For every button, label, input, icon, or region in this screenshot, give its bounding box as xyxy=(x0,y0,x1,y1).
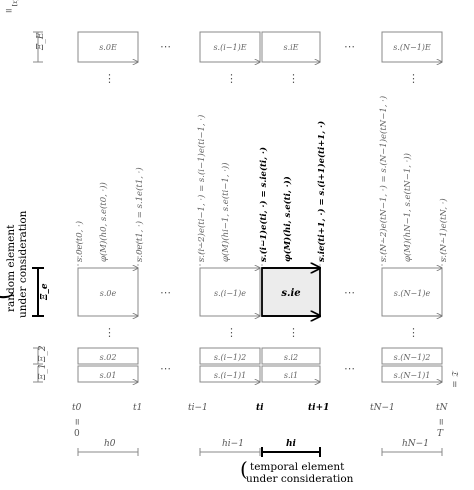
cells-mid: s.0e s.(i−1)e s.ie s.(N−1)e xyxy=(77,267,442,317)
temporal-caption: ( temporal element under consideration xyxy=(240,457,354,485)
formula-10: s.(N−1)e(tN, ·) xyxy=(438,198,449,262)
row-label-xi-e: Ξ_e xyxy=(40,283,50,301)
tick-t1: t1 xyxy=(133,403,142,413)
vdots-top-N-1: ⋮ xyxy=(408,72,419,85)
formula-6: φ(M)(hi, s.e(ti, ·)) xyxy=(282,176,293,262)
step-h0: h0 xyxy=(104,439,116,449)
vdots-mid-i-1: ⋮ xyxy=(226,326,237,339)
cell-row2-N-1-label: s.(N−1)2 xyxy=(394,353,431,362)
tick-T: T xyxy=(437,429,444,439)
tick-tN: tN xyxy=(436,403,449,413)
T-right: = 𝔗 xyxy=(451,370,461,388)
row-label-xi-1: Ξ_1 xyxy=(38,363,48,381)
hdots-low-1: ⋯ xyxy=(160,362,171,375)
cell-row2-i-label: s.i2 xyxy=(284,353,298,362)
cells-row1: s.01 s.(i−1)1 s.i1 s.(N−1)1 xyxy=(77,365,442,382)
hdots-mid-2: ⋯ xyxy=(344,286,355,299)
vdots-top-i-1: ⋮ xyxy=(226,72,237,85)
row-labels: = Ξ Ξ_E Ξ_e Ξ_2 Ξ_1 ( random element und… xyxy=(0,0,50,383)
random-caption-line2: under consideration xyxy=(17,210,29,318)
formula-8: s.(N−2)e(tN−1, ·) = s.(N−1)e(tN−1, ·) xyxy=(378,96,389,262)
formula-3: s.(i−2)e(ti−1, ·) = s.(i−1)e(ti−1, ·) xyxy=(196,115,207,262)
step-hi: hi xyxy=(286,439,297,449)
hdots-mid-1: ⋯ xyxy=(160,286,171,299)
tick-ti1: ti+1 xyxy=(308,403,329,413)
formula-1: φ(M)(h0, s.e(t0, ·)) xyxy=(98,182,109,262)
tick-ti-1: ti−1 xyxy=(188,403,208,413)
random-caption-line1: random element xyxy=(5,224,17,312)
row-label-xi-2: Ξ_2 xyxy=(38,345,48,363)
cell-row2-0-label: s.02 xyxy=(100,353,117,362)
temporal-caption-line2: under consideration xyxy=(246,473,354,485)
cell-top-N-1-label: s.(N−1)E xyxy=(393,43,431,52)
cell-top-0-label: s.0E xyxy=(99,43,117,52)
tick-zero: 0 xyxy=(74,429,80,439)
tick-ti: ti xyxy=(256,403,264,413)
temporal-caption-line1: temporal element xyxy=(250,461,345,473)
cell-mid-i-1-label: s.(i−1)e xyxy=(214,289,246,298)
hdots-top-2: ⋯ xyxy=(344,40,355,53)
cell-top-i xyxy=(261,31,321,63)
cell-top-i-1-label: s.(i−1)E xyxy=(213,43,246,52)
cell-row1-0-label: s.01 xyxy=(100,371,117,380)
vdots-mid-i: ⋮ xyxy=(288,326,299,339)
temporal-caption-paren-l: ( xyxy=(240,457,248,481)
cell-top-N-1 xyxy=(381,31,443,63)
cell-row2-0 xyxy=(77,347,139,365)
tick-zero-eq: = xyxy=(71,418,81,426)
cells-top: s.0E s.(i−1)E s.iE s.(N−1)E xyxy=(77,31,443,63)
cell-row2-i xyxy=(261,347,321,365)
row-label-top-xi: Ξ xyxy=(11,0,19,9)
cell-mid-i-1 xyxy=(199,267,261,317)
vdots-mid-N-1: ⋮ xyxy=(408,326,419,339)
cell-mid-i-label: s.ie xyxy=(281,288,300,299)
vdots-mid-0: ⋮ xyxy=(104,326,115,339)
rotated-formulas: s.0e(t0, ·) φ(M)(h0, s.e(t0, ·)) s.0e(t1… xyxy=(74,96,449,262)
step-sizes: h0 hi−1 hi hN−1 xyxy=(77,439,443,457)
cell-row2-i-1 xyxy=(199,347,261,365)
cell-top-0 xyxy=(77,31,139,63)
cell-mid-0-label: s.0e xyxy=(100,289,117,298)
formula-7: s.ie(ti+1, ·) = s.(i+1)e(ti+1, ·) xyxy=(316,121,327,262)
cell-top-i-label: s.iE xyxy=(283,43,298,52)
step-hi-1: hi−1 xyxy=(222,439,244,449)
time-axis: t0 t1 ti−1 ti ti+1 tN−1 tN = 0 = T = 𝔗 xyxy=(71,370,461,439)
cell-row1-i-1-label: s.(i−1)1 xyxy=(214,371,246,380)
random-caption-paren: ( xyxy=(0,291,16,300)
formula-9: φ(M)(hN−1, s.e(tN−1, ·)) xyxy=(402,153,413,262)
row-label-xi-E: Ξ_E xyxy=(36,32,46,51)
hdots-top-1: ⋯ xyxy=(160,40,171,53)
tick-tN-1: tN−1 xyxy=(370,403,395,413)
formula-2: s.0e(t1, ·) = s.1e(t1, ·) xyxy=(134,167,145,262)
cell-row2-N-1 xyxy=(381,347,443,365)
ellipses: ⋯ ⋯ ⋯ ⋯ ⋯ ⋯ ⋮ ⋮ ⋮ ⋮ ⋮ ⋮ ⋮ ⋮ xyxy=(104,40,419,375)
formula-5: s.(i−1)e(ti, ·) = s.ie(ti, ·) xyxy=(258,147,269,262)
guides xyxy=(77,240,443,268)
cell-mid-N-1-label: s.(N−1)e xyxy=(394,289,431,298)
tick-t0: t0 xyxy=(72,403,82,413)
hdots-low-2: ⋯ xyxy=(344,362,355,375)
cell-row1-N-1-label: s.(N−1)1 xyxy=(394,371,431,380)
cells-row2: s.02 s.(i−1)2 s.i2 s.(N−1)2 xyxy=(77,347,443,365)
vdots-top-i: ⋮ xyxy=(288,72,299,85)
row-label-top-eq: = xyxy=(5,7,13,17)
formula-0: s.0e(t0, ·) xyxy=(74,221,85,262)
cell-row1-i-label: s.i1 xyxy=(284,371,298,380)
vdots-top-0: ⋮ xyxy=(104,72,115,85)
formula-4: φ(M)(hi−1, s.e(ti−1, ·)) xyxy=(220,162,231,262)
cell-top-i-1 xyxy=(199,31,261,63)
tick-T-eq: = xyxy=(435,418,445,426)
step-hN-1: hN−1 xyxy=(402,439,429,449)
cell-row2-i-1-label: s.(i−1)2 xyxy=(214,353,246,362)
cell-mid-0 xyxy=(77,267,139,317)
